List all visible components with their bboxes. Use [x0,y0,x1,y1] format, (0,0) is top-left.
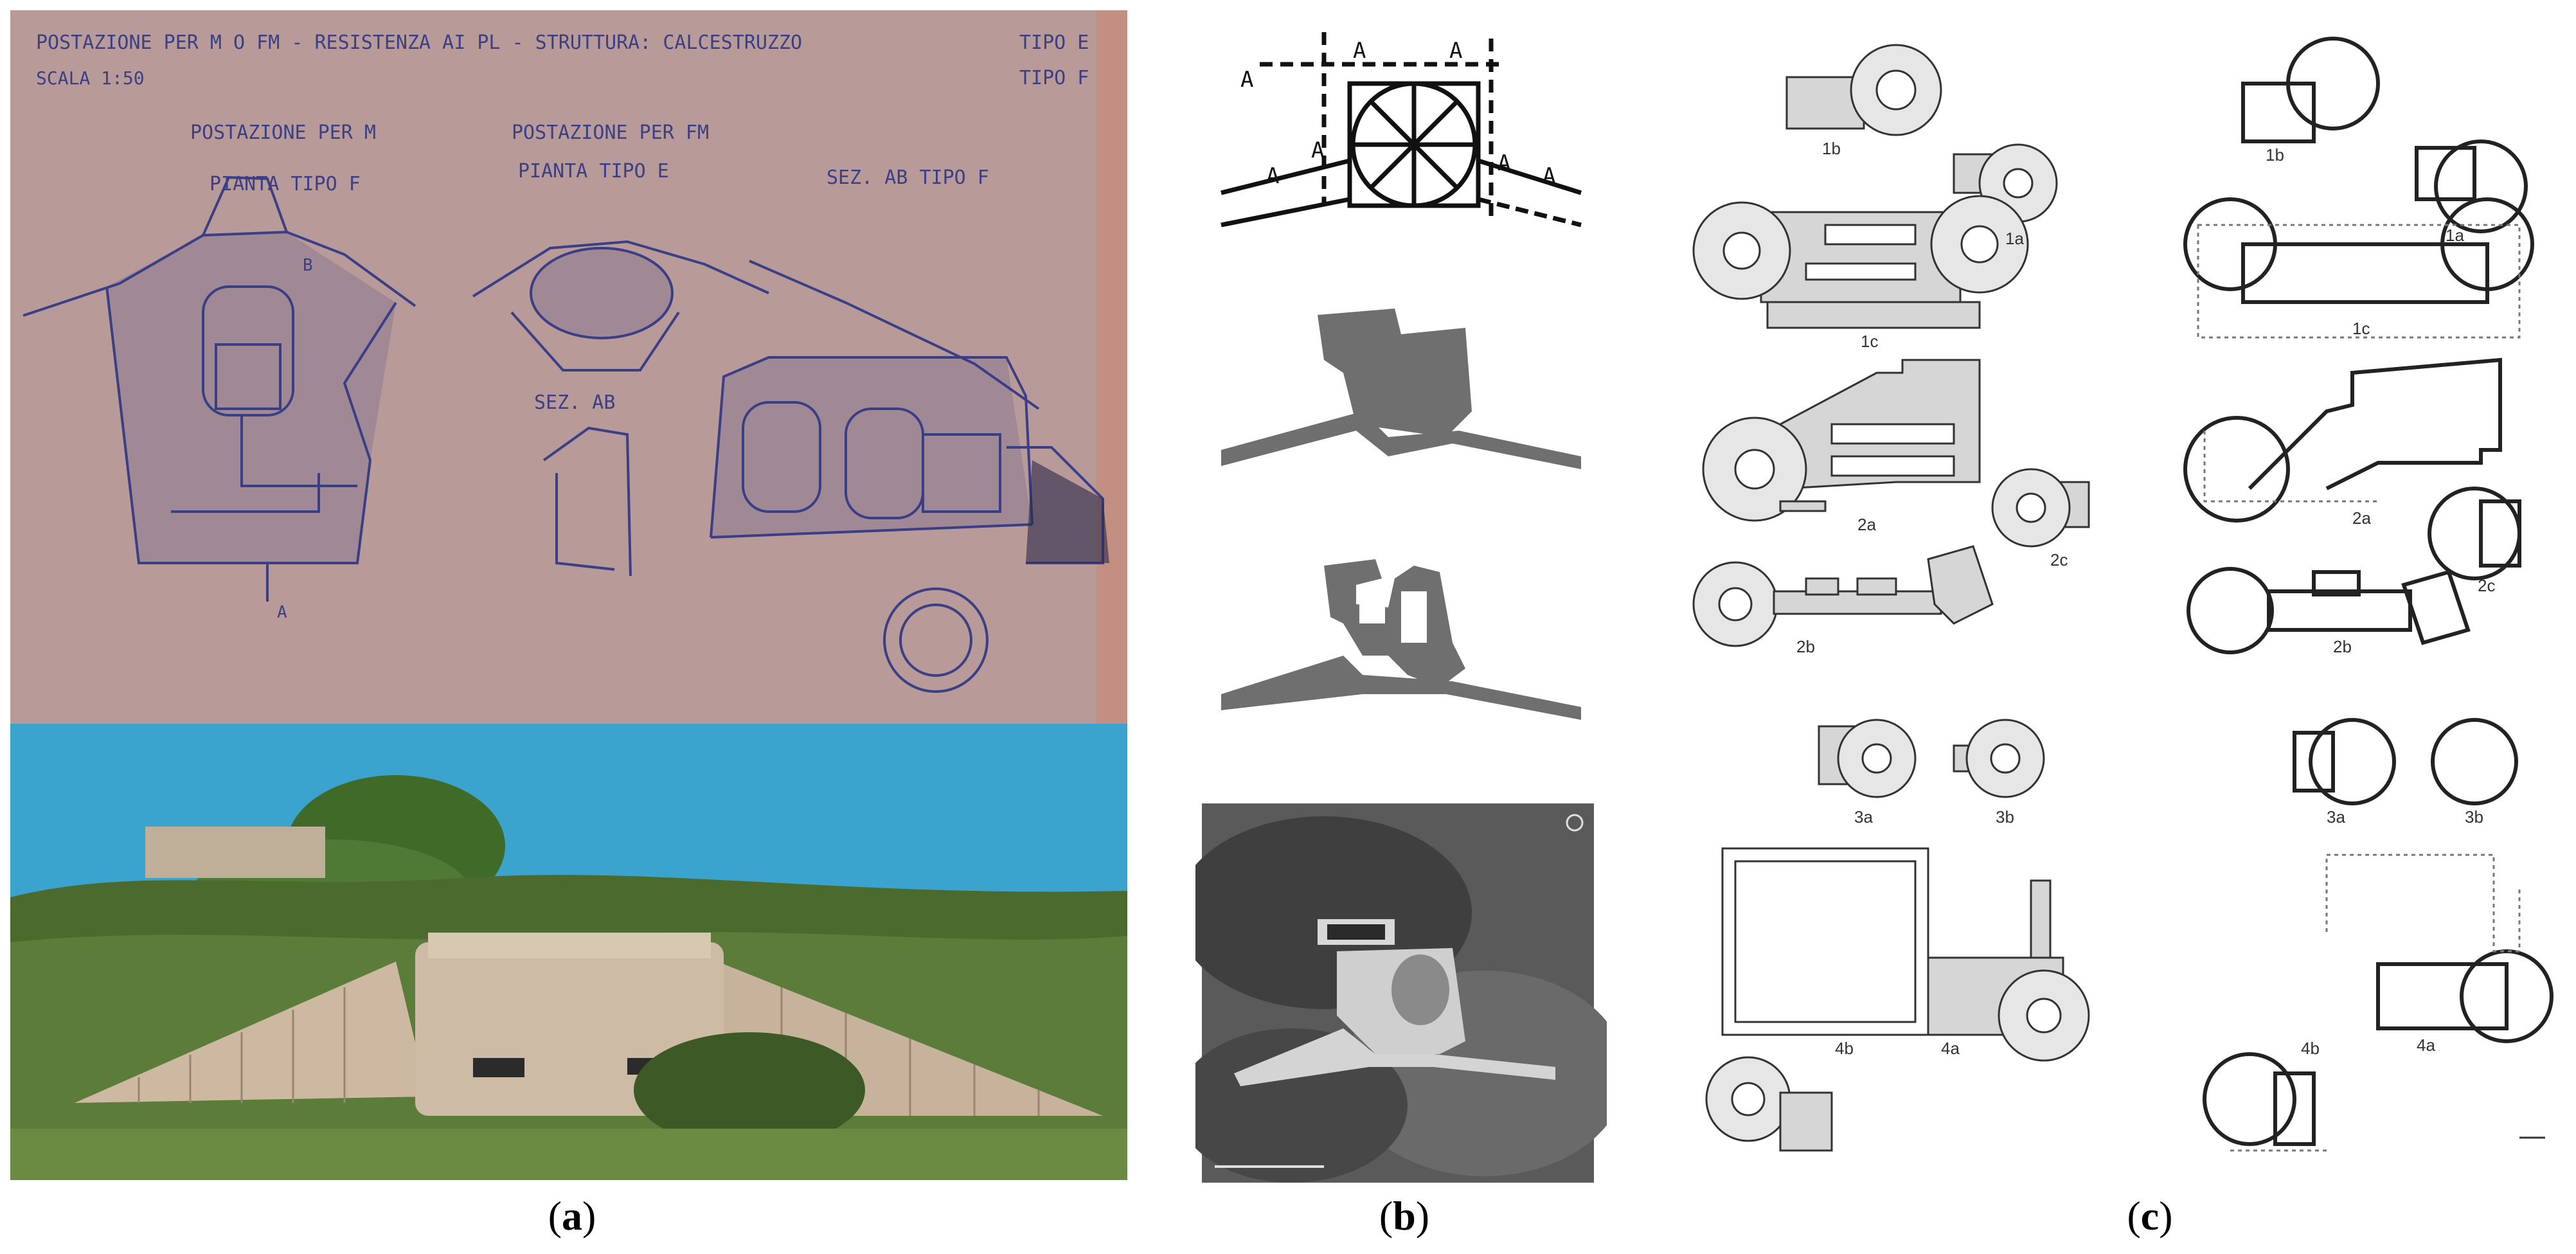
schema-label-1c: 1c [2352,319,2370,338]
bunker-photo [10,724,1127,1180]
schematic-plans [2183,37,2554,1146]
plan-label-2b: 2b [1796,637,1815,656]
section-1-title: POSTAZIONE PER M [190,121,376,144]
panel-b: A A A A A A A [1176,13,1626,1183]
schema-label-2c: 2c [2478,576,2495,595]
blueprint-scale: SCALA 1:50 [36,67,145,89]
plan-label-4b: 4b [1835,1039,1854,1058]
sketch-mark-7: A [1543,163,1555,189]
caption-c: (c) [2127,1193,2173,1239]
plan-label-2a: 2a [1857,515,1876,534]
terrain-line-left [22,230,416,317]
sketch-mark-2: A [1449,38,1462,64]
plan-label-1a: 1a [2005,229,2024,248]
caption-b-letter: b [1393,1193,1416,1239]
north-arrow-icon [1566,814,1584,832]
plan-label-4a: 4a [1941,1039,1960,1058]
schema-label-4b: 4b [2301,1039,2320,1058]
schema-label-3a: 3a [2327,807,2345,827]
panel-a: POSTAZIONE PER M O FM - RESISTENZA AI PL… [10,10,1127,1180]
caption-c-letter: c [2140,1193,2160,1239]
plan-silhouette-outline [1221,559,1581,720]
detailed-plans [1692,44,2090,1152]
sketch-mark-3: A [1240,67,1253,93]
plan-label-1b: 1b [1822,139,1841,158]
section-1-subtitle: PIANTA TIPO F [210,173,361,195]
sketch-mark-1: A [1353,38,1366,64]
mark-b: B [303,256,313,275]
schema-label-2a: 2a [2352,508,2371,528]
panel-a-figure: POSTAZIONE PER M O FM - RESISTENZA AI PL… [10,10,1127,1180]
caption-a-letter: a [562,1193,582,1239]
plan-label-2c: 2c [2050,550,2068,569]
plan-silhouette-solid [1221,309,1581,469]
plan-sketch [1221,32,1582,228]
plan-label-3a: 3a [1854,807,1873,827]
blueprint-header: POSTAZIONE PER M O FM - RESISTENZA AI PL… [36,31,802,54]
sketch-mark-5: A [1498,150,1510,176]
archive-stamp-icon [883,587,988,693]
caption-b: (b) [1379,1193,1430,1239]
sketch-mark-4: A [1311,138,1324,163]
sketch-mark-6: A [1266,163,1279,189]
plan-label-1c: 1c [1861,332,1878,351]
section-2-title: POSTAZIONE PER FM [512,121,709,144]
blueprint-type-e: TIPO E [1019,31,1089,54]
panel-c-figure: 1b 1a 1c 2a 2c 2b 3a 3b 4a 4b 1b 1a 1c 2… [1692,37,2554,1152]
mark-a: A [277,603,287,622]
panel-b-figure: A A A A A A A [1176,32,1626,1183]
plan-label-3b: 3b [1996,807,2014,827]
schema-label-4a: 4a [2417,1035,2435,1055]
schema-label-1b: 1b [2266,145,2284,165]
schema-label-2b: 2b [2333,637,2352,656]
schema-label-1a: 1a [2446,226,2464,245]
panel-c: 1b 1a 1c 2a 2c 2b 3a 3b 4a 4b 1b 1a 1c 2… [1684,26,2564,1157]
aerial-photo [1176,803,1626,1183]
schema-label-3b: 3b [2465,807,2483,827]
section-3-title: SEZ. AB TIPO F [827,166,989,189]
section-2-subtitle: PIANTA TIPO E [518,160,669,183]
caption-a: (a) [548,1193,596,1239]
small-section-label: SEZ. AB [534,391,615,414]
blueprint-type-f: TIPO F [1019,67,1089,89]
